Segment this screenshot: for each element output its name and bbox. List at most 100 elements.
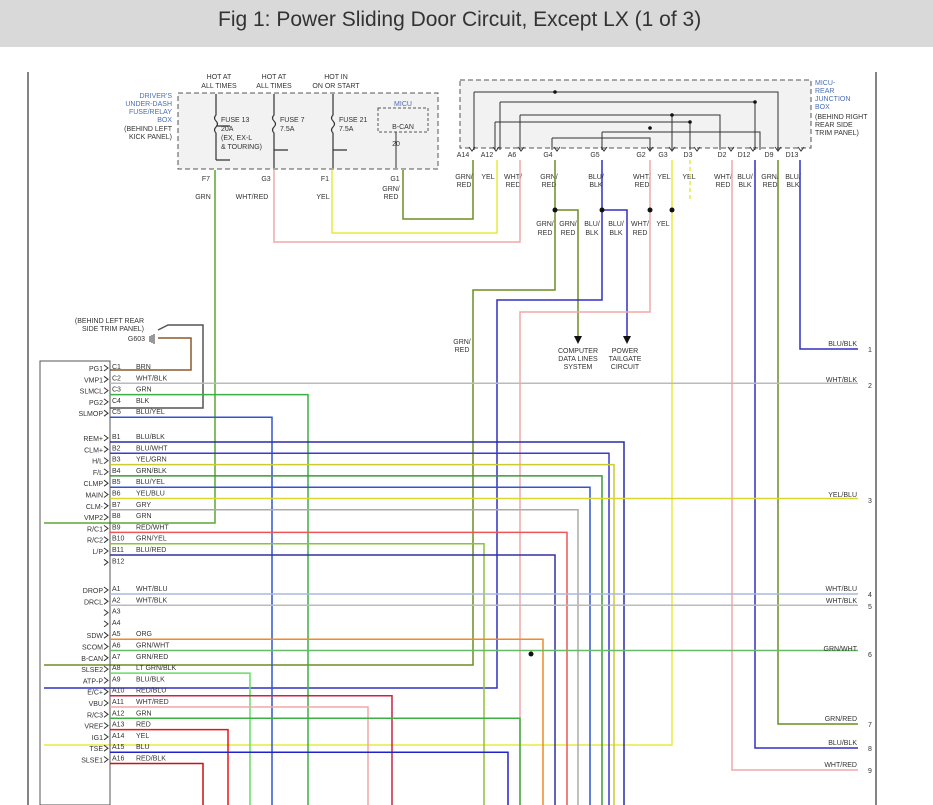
pin-name-b1: REM+ <box>83 436 103 443</box>
junction-title-1: MICU- <box>815 80 836 87</box>
wire-grnred-bcan <box>402 160 474 220</box>
pin-wire-color-b7: GRY <box>136 502 151 509</box>
right-output-number-8: 8 <box>868 746 872 753</box>
pin-wire-a11 <box>110 706 369 805</box>
pin-wire-color-a7: GRN/RED <box>136 654 168 661</box>
pin-wire-color-b4: GRN/BLK <box>136 468 167 475</box>
power-label-3b: ON OR START <box>312 83 360 90</box>
fuse-wire-yel: YEL <box>316 194 329 201</box>
pin-wire-color-c4: BLK <box>136 398 150 405</box>
splice-label-whtred-a: WHT/ <box>631 221 649 228</box>
junction-terminal-d12: D12 <box>738 152 751 159</box>
junction-wire-color-12-1: BLU/ <box>785 174 801 181</box>
control-unit-wires <box>110 382 858 805</box>
fuse-terminal-f1: F1 <box>321 176 329 183</box>
fuse-box-title-3: FUSE/RELAY <box>129 109 172 116</box>
pin-number-a3: A3 <box>112 609 121 616</box>
fuse-wire-grn: GRN <box>195 194 211 201</box>
pin-connector-b7 <box>103 502 109 510</box>
micu-box <box>377 107 429 133</box>
junction-connector-g3 <box>668 146 676 152</box>
micu-label: MICU <box>394 101 412 108</box>
pin-name-a14: IG1 <box>92 735 103 742</box>
right-output-number-3: 3 <box>868 498 872 505</box>
pin-connector-a5 <box>103 631 109 639</box>
pin-wire-color-a8: LT GRN/BLK <box>136 665 177 672</box>
pin-number-c4: C4 <box>112 398 121 405</box>
pin-number-b9: B9 <box>112 524 121 531</box>
pin-number-c1: C1 <box>112 364 121 371</box>
junction-wire-color-10-2: BLK <box>738 182 752 189</box>
fuse-wire-whtred: WHT/RED <box>236 194 269 201</box>
pin-number-a16: A16 <box>112 756 125 763</box>
arrow-power-tailgate <box>623 336 631 344</box>
figure-title: Fig 1: Power Sliding Door Circuit, Excep… <box>218 8 702 31</box>
wire-blublk-g5 <box>44 160 603 689</box>
ground-wire-brn <box>110 337 192 371</box>
left-grnred-label-b: RED <box>455 347 470 354</box>
pin-connector-a16 <box>103 756 109 763</box>
wire-whtred-fuse7 <box>273 160 521 243</box>
pin-name-b7: CLM- <box>86 504 104 511</box>
fuse-box-title-1: DRIVER'S <box>140 93 173 100</box>
junction-wire-color-1-2: RED <box>457 182 472 189</box>
pin-wire-color-a2: WHT/BLK <box>136 597 167 604</box>
junction-terminal-a6: A6 <box>508 152 517 159</box>
right-output-labels: BLU/BLK1WHT/BLK2YEL/BLU3WHT/BLU4WHT/BLK5… <box>824 341 872 775</box>
pin-connector-b10 <box>103 536 109 544</box>
pin-wire-a15 <box>110 751 509 805</box>
fuse-terminal-g3: G3 <box>261 176 270 183</box>
pin-connector-b6 <box>103 491 109 498</box>
pin-wire-a5 <box>110 638 544 805</box>
fuse-wire-grnred-2: RED <box>384 194 399 201</box>
fuse-terminal-g1: G1 <box>390 176 399 183</box>
dest-computer-1: COMPUTER <box>558 348 598 355</box>
pin-wire-b4 <box>110 475 603 805</box>
pin-number-b10: B10 <box>112 536 125 543</box>
pin-wire-a13 <box>110 728 229 805</box>
splice-label-grnred-1b: RED <box>538 230 553 237</box>
pin-wire-color-a9: BLU/BLK <box>136 676 165 683</box>
junction-terminal-a12: A12 <box>481 152 494 159</box>
pin-connector-a11 <box>103 699 109 707</box>
junction-title-4: BOX <box>815 104 830 111</box>
wire-grnred-splice <box>555 209 579 338</box>
junction-title-2: REAR <box>815 88 834 95</box>
junction-terminal-d13: D13 <box>786 152 799 159</box>
fuse-box-location-2: KICK PANEL) <box>129 134 172 141</box>
pin-wire-b1 <box>110 441 625 805</box>
pin-connector-a15 <box>103 744 109 752</box>
power-label-2a: HOT AT <box>262 74 287 81</box>
pin-number-b1: B1 <box>112 434 121 441</box>
wire-yel-fuse21 <box>331 160 498 234</box>
pin-name-b4: F/L <box>93 470 103 477</box>
pin-wire-color-c1: BRN <box>136 364 151 371</box>
fuse-terminal-f7: F7 <box>202 176 210 183</box>
pin-number-a6: A6 <box>112 643 121 650</box>
junction-wire-color-3-2: RED <box>506 182 521 189</box>
junction-wire-color-4-1: GRN/ <box>540 174 558 181</box>
pin-number-a1: A1 <box>112 586 121 593</box>
junction-wire-color-5-2: BLK <box>589 182 603 189</box>
pin-name-a15: TSE <box>89 746 103 753</box>
fuse-relay-box: DRIVER'S UNDER-DASH FUSE/RELAY BOX (BEHI… <box>124 74 439 201</box>
ground-location-1: (BEHIND LEFT REAR <box>75 318 144 325</box>
pin-name-b8: VMP2 <box>84 515 103 522</box>
power-label-3a: HOT IN <box>324 74 348 81</box>
fuse-wire-grnred-1: GRN/ <box>382 186 400 193</box>
pin-name-b2: CLM+ <box>84 447 103 454</box>
junction-connector-g5 <box>600 146 608 152</box>
pin-wire-a8 <box>110 672 251 805</box>
junction-connector-a12 <box>492 146 500 152</box>
pin-connector-a10 <box>103 688 109 696</box>
junction-connector-a14 <box>468 146 476 152</box>
wire-grnred-d9 <box>777 160 858 725</box>
pin-name-a10: E/C+ <box>87 690 103 697</box>
junction-wire-color-8-1: YEL <box>682 174 695 181</box>
splice-label-blublk-2a: BLU/ <box>608 221 624 228</box>
junction-terminal-g5: G5 <box>590 152 599 159</box>
pin-number-a11: A11 <box>112 699 124 706</box>
junction-wire-color-3-1: WHT/ <box>504 174 522 181</box>
